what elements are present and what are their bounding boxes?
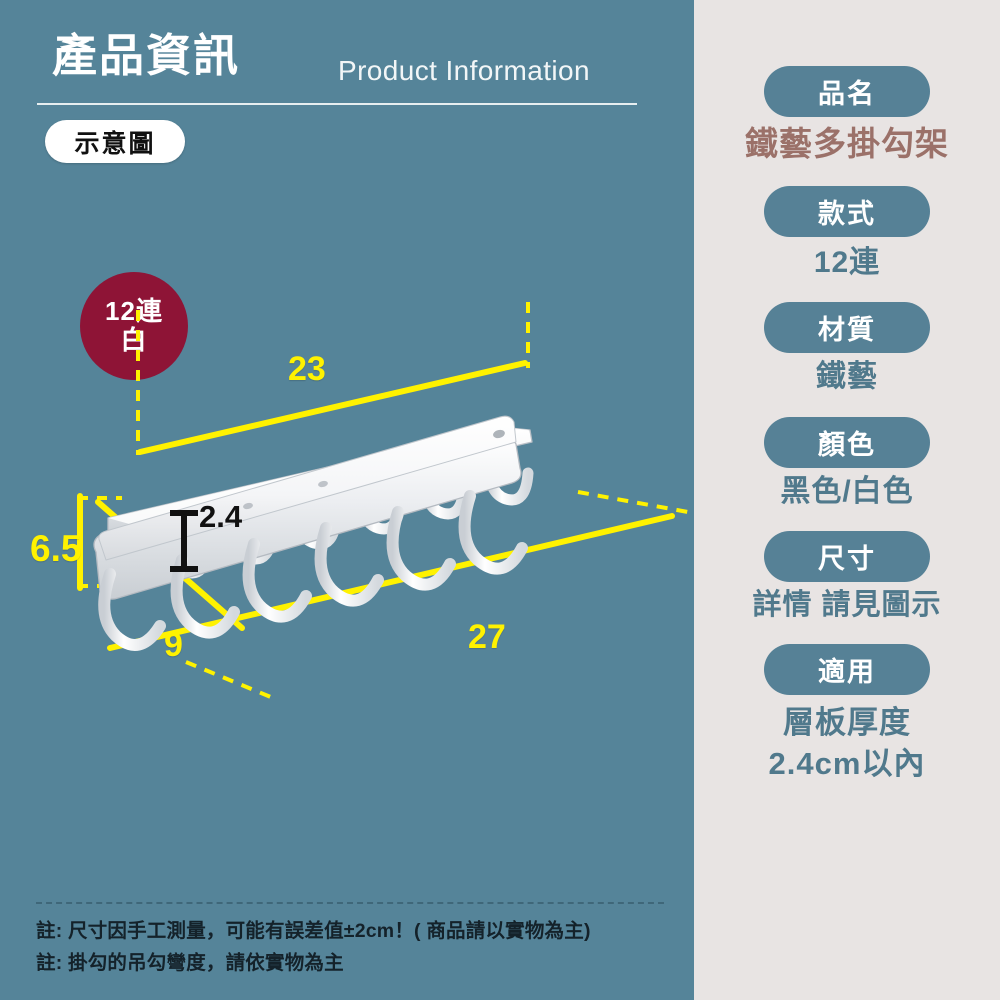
spec-label-color: 顏色	[818, 429, 876, 460]
variant-badge-line1: 12連	[105, 295, 163, 326]
footer-notes: 註: 尺寸因手工測量，可能有誤差值±2cm！( 商品請以實物為主) 註: 掛勾的…	[36, 902, 664, 979]
page-title: 產品資訊	[52, 30, 241, 81]
variant-badge-line2: 白	[120, 325, 148, 355]
spec-row-material: 材質 鐵藝	[694, 302, 1000, 394]
variant-badge: 12連 白	[80, 272, 188, 380]
dimension-label-bar-thickness: 2.4	[199, 499, 243, 534]
note-line-1: 註: 尺寸因手工測量，可能有誤差值±2cm！( 商品請以實物為主)	[36, 920, 591, 942]
product-drawing-svg	[77, 302, 689, 702]
spec-pill-name: 品名	[764, 66, 930, 117]
spec-label-size: 尺寸	[818, 544, 876, 575]
spec-pill-style: 款式	[764, 185, 930, 237]
spec-value-name: 鐵藝多掛勾架	[745, 125, 949, 162]
spec-row-size: 尺寸 詳情 請見圖示	[694, 531, 1000, 622]
product-main-bar	[93, 415, 522, 600]
spec-row-fit: 適用 層板厚度 2.4cm以內	[694, 644, 1000, 782]
spec-value-color: 黑色/白色	[780, 474, 914, 508]
spec-value-size: 詳情 請見圖示	[752, 589, 942, 622]
spec-panel: 品名 鐵藝多掛勾架 款式 12連 材質 鐵藝 顏色 黑色/白色 尺寸	[694, 0, 1000, 1000]
page-subtitle: Product Information	[338, 55, 590, 86]
schematic-badge-label: 示意圖	[74, 129, 156, 158]
spec-value-style: 12連	[813, 245, 881, 279]
spec-row-style: 款式 12連	[694, 185, 1000, 280]
schematic-badge: 示意圖	[45, 120, 185, 163]
dimension-label-height: 6.5	[30, 528, 82, 569]
spec-pill-size: 尺寸	[764, 531, 930, 583]
dimension-extension-lines	[136, 302, 689, 702]
spec-pill-fit: 適用	[764, 644, 930, 696]
spec-row-color: 顏色 黑色/白色	[694, 416, 1000, 509]
dimension-label-length-top: 23	[288, 350, 326, 388]
product-illustration	[0, 230, 694, 750]
dimension-label-depth: 9	[164, 626, 183, 664]
spec-row-name: 品名 鐵藝多掛勾架	[694, 66, 1000, 164]
header-divider	[37, 103, 637, 105]
note-line-2: 註: 掛勾的吊勾彎度，請依實物為主	[36, 951, 344, 974]
spec-value-fit-line1: 層板厚度	[783, 705, 911, 741]
spec-label-material: 材質	[818, 315, 876, 346]
illustration-panel: 產品資訊 Product Information 示意圖 12連 白	[0, 0, 694, 1000]
spec-pill-color: 顏色	[764, 416, 930, 468]
dimension-label-length-overall: 27	[468, 618, 506, 656]
spec-label-fit: 適用	[818, 657, 876, 688]
notes-divider	[36, 902, 664, 904]
spec-value-fit-line2: 2.4cm以內	[768, 745, 926, 781]
spec-value-material: 鐵藝	[816, 360, 878, 394]
spec-pill-material: 材質	[764, 302, 930, 354]
spec-label-name: 品名	[818, 79, 876, 109]
hook-row-front	[98, 490, 528, 651]
bar-thickness-caliper	[170, 510, 198, 572]
spec-label-style: 款式	[818, 198, 876, 229]
